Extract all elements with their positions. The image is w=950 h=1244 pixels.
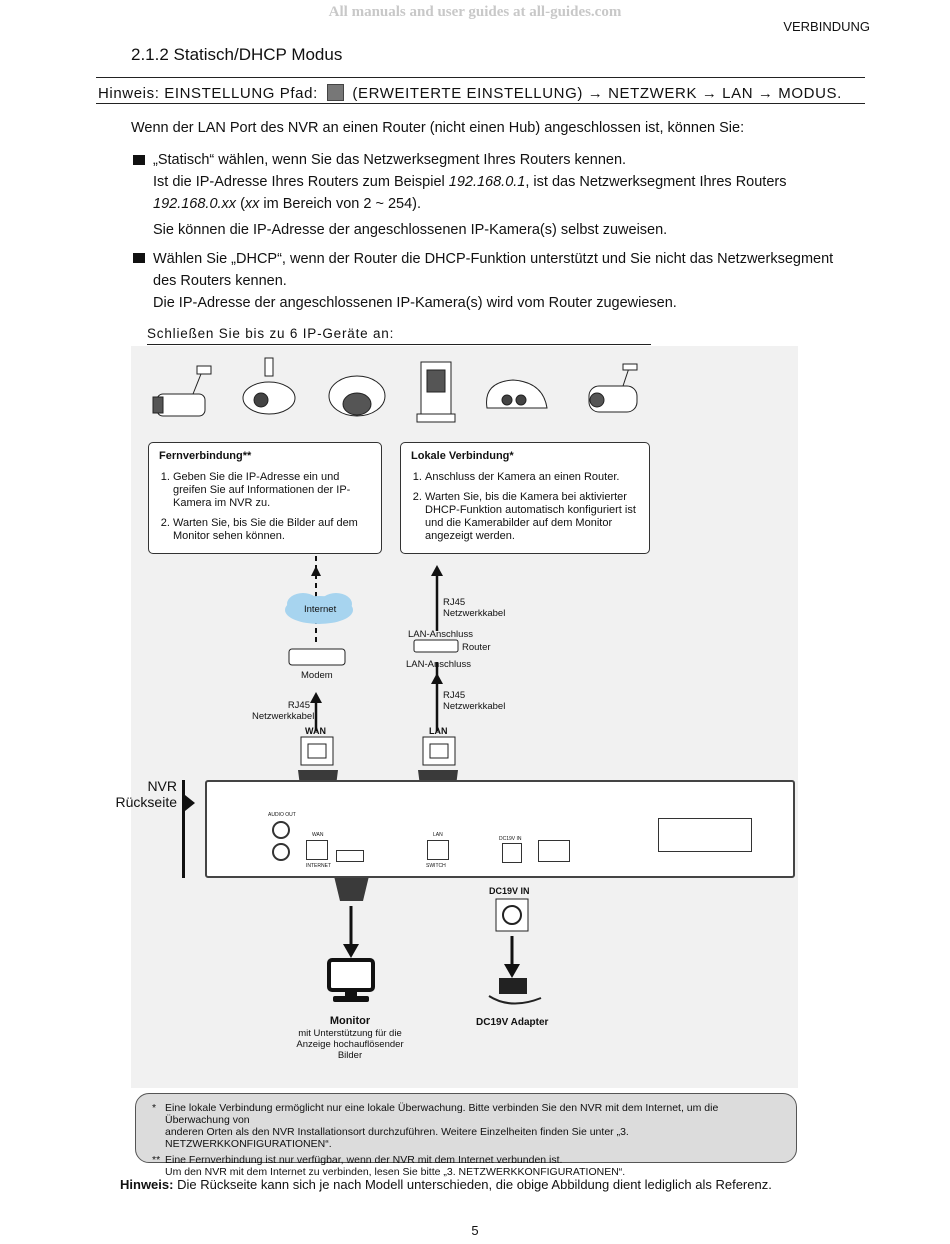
- lan-port-label: LAN: [429, 726, 448, 736]
- audio-jack: [272, 821, 290, 839]
- list-item-static: „Statisch“ wählen, wenn Sie das Netzwerk…: [153, 152, 787, 238]
- ip-camera-icon: [152, 365, 212, 417]
- port-wan-label: WAN: [312, 832, 324, 838]
- hdmi-port: [336, 850, 364, 862]
- adapter-label: DC19V Adapter: [476, 1017, 549, 1028]
- ip-camera-icon: [486, 379, 548, 409]
- page-number: 5: [471, 1223, 479, 1238]
- pointer-arrow: [185, 795, 195, 811]
- settings-icon: [326, 84, 344, 101]
- intro-text: Wenn der LAN Port des NVR an einen Route…: [131, 120, 745, 136]
- port-lan-label: LAN: [433, 832, 443, 838]
- ip-camera-icon: [416, 361, 456, 423]
- bullet-marker: [133, 253, 145, 263]
- ip-camera-icon: [328, 375, 386, 417]
- footnote-box: * Eine lokale Verbindung ermöglicht nur …: [135, 1093, 797, 1178]
- hint-suffix: (ERWEITERTE EINSTELLUNG) → NETZWERK → LA…: [352, 85, 842, 102]
- diagram-caption: Schließen Sie bis zu 6 IP-Geräte an:: [147, 326, 651, 345]
- port-switch-label: SWITCH: [426, 863, 446, 869]
- ip-camera-icon: [242, 357, 296, 415]
- monitor-title: Monitor: [329, 1015, 371, 1027]
- footnote-local: * Eine lokale Verbindung ermöglicht nur …: [152, 1102, 719, 1150]
- router-label: Router: [462, 642, 491, 653]
- internet-label: Internet: [304, 604, 337, 615]
- footnote-remote: ** Eine Fernverbindung ist nur verfügbar…: [152, 1154, 626, 1178]
- ethernet-port-lan: [427, 840, 449, 860]
- settings-path-hint: Hinweis: EINSTELLUNG Pfad: (ERWEITERTE E…: [96, 77, 865, 104]
- ip-camera-icon: [588, 363, 638, 413]
- lan-port-label-bottom: LAN-Anschluss: [406, 659, 471, 670]
- audio-out-label: AUDIO OUT: [268, 812, 296, 818]
- dc-in-label: DC19V IN: [489, 886, 530, 896]
- list-item-dhcp: Wählen Sie „DHCP“, wenn der Router die D…: [153, 251, 834, 311]
- power-switch: [538, 840, 570, 862]
- bracket-line: [182, 780, 185, 878]
- reference-note: Hinweis: Die Rückseite kann sich je nach…: [120, 1177, 772, 1192]
- dc-small-label: DC19V IN: [499, 836, 522, 842]
- section-tag: VERBINDUNG: [783, 19, 870, 34]
- bullet-marker: [133, 155, 145, 165]
- wan-port-label: WAN: [305, 726, 326, 736]
- page-title: 2.1.2 Statisch/DHCP Modus: [131, 45, 343, 64]
- ethernet-port-wan: [306, 840, 328, 860]
- watermark: All manuals and user guides at all-guide…: [328, 4, 622, 20]
- local-connection-box: Lokale Verbindung* Anschluss der Kamera …: [400, 442, 650, 554]
- lan-port-label-top: LAN-Anschluss: [408, 629, 473, 640]
- warning-label-icon: [658, 818, 752, 852]
- monitor-description: mit Unterstützung für die Anzeige hochau…: [296, 1028, 404, 1061]
- remote-connection-box: Fernverbindung** Geben Sie die IP-Adress…: [148, 442, 382, 554]
- port-internet-label: INTERNET: [306, 863, 331, 869]
- dc-port: [502, 843, 522, 863]
- nvr-rear-label: NVR Rückseite: [115, 778, 177, 810]
- audio-jack: [272, 843, 290, 861]
- hint-prefix: Hinweis: EINSTELLUNG Pfad:: [98, 85, 318, 102]
- modem-label: Modem: [301, 670, 333, 681]
